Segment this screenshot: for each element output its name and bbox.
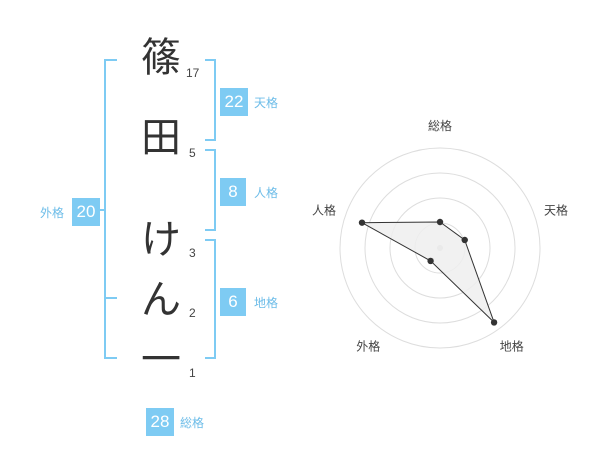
- name-char-5: 一: [141, 337, 181, 383]
- name-char-4: ん: [141, 277, 181, 323]
- radar-axis-label-5: 人格: [312, 202, 336, 217]
- radar-grid-ring-3: [364, 172, 516, 324]
- radar-point-5: [358, 219, 366, 226]
- radar-axis-label-1: 総格: [428, 118, 452, 133]
- name-char-2: 田: [141, 115, 181, 161]
- name-char-3: け: [141, 217, 181, 263]
- tenkaku-label: 天格: [254, 96, 279, 110]
- radar-point-3: [490, 319, 498, 326]
- stroke-count-3: 3: [189, 246, 196, 260]
- radar-axis-label-2: 天格: [544, 202, 568, 217]
- soukaku-label: 総格: [180, 416, 205, 430]
- jinkaku-bracket: [205, 149, 216, 231]
- radar-point-4: [427, 257, 434, 265]
- name-char-1: 篠: [141, 35, 181, 81]
- gaikaku-label: 外格: [40, 206, 65, 220]
- stroke-count-5: 1: [189, 366, 196, 380]
- radar-axis-label-3: 地格: [500, 339, 524, 354]
- radar-shape-polygon: [360, 221, 495, 323]
- soukaku-value-badge: 28: [146, 408, 174, 436]
- stroke-count-4: 2: [189, 306, 196, 320]
- radar-grid-ring-2: [389, 197, 491, 299]
- stroke-count-2: 5: [189, 146, 196, 160]
- radar-axis-label-4: 外格: [356, 339, 380, 354]
- chikaku-bracket: [205, 239, 216, 359]
- tenkaku-bracket: [205, 59, 216, 141]
- radar-point-2: [461, 236, 468, 244]
- chikaku-value-badge: 6: [220, 288, 246, 316]
- stroke-count-1: 17: [186, 66, 200, 80]
- gaikaku-value-badge: 20: [72, 198, 100, 226]
- jinkaku-label: 人格: [254, 186, 279, 200]
- radar-point-1: [436, 218, 444, 226]
- radar-grid-ring-4: [339, 147, 541, 349]
- jinkaku-value-badge: 8: [220, 178, 246, 206]
- tenkaku-value-badge: 22: [220, 88, 248, 116]
- chikaku-label: 地格: [254, 296, 279, 310]
